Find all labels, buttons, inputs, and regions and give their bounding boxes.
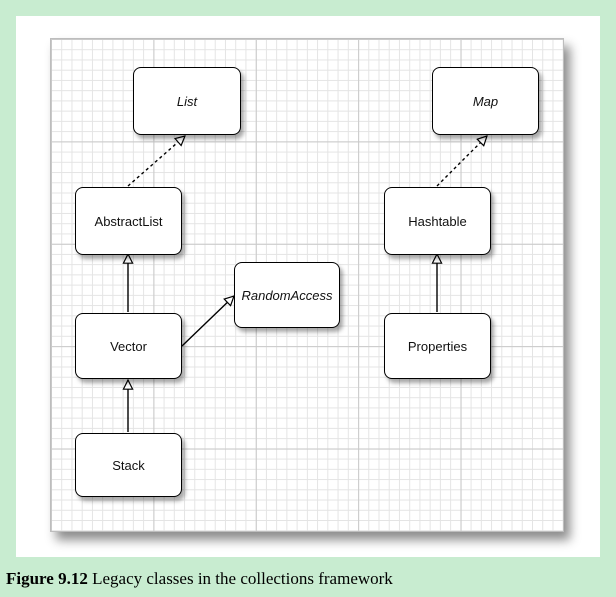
node-map: Map — [432, 67, 539, 135]
figure-caption-text: Legacy classes in the collections framew… — [92, 569, 393, 588]
figure-caption-label: Figure 9.12 — [6, 569, 88, 588]
node-abstractlist-label: AbstractList — [94, 213, 163, 229]
node-properties: Properties — [384, 313, 491, 379]
node-hashtable-label: Hashtable — [408, 213, 467, 229]
node-list-label: List — [176, 93, 198, 109]
node-list: List — [133, 67, 241, 135]
node-stack: Stack — [75, 433, 182, 497]
node-randomaccess-label: RandomAccess — [241, 287, 333, 303]
node-stack-label: Stack — [112, 457, 145, 473]
node-hashtable: Hashtable — [384, 187, 491, 255]
edge-abstractlist-implements-list — [127, 136, 185, 187]
node-abstractlist: AbstractList — [75, 187, 182, 255]
node-vector-label: Vector — [110, 338, 147, 354]
figure-caption: Figure 9.12 Legacy classes in the collec… — [6, 569, 393, 589]
node-properties-label: Properties — [407, 338, 468, 354]
edge-vector-implements-randomaccess — [181, 296, 234, 347]
edge-hashtable-implements-map — [436, 136, 487, 187]
node-map-label: Map — [472, 93, 499, 109]
node-randomaccess: RandomAccess — [234, 262, 340, 328]
node-vector: Vector — [75, 313, 182, 379]
